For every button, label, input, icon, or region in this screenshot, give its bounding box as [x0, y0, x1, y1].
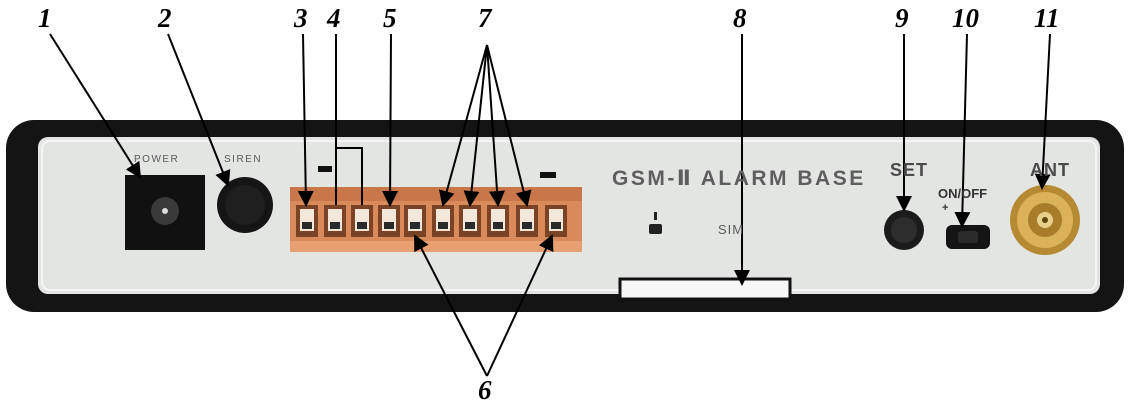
leader-line-6b	[486, 234, 554, 377]
terminal-marker	[540, 172, 556, 178]
terminal-6	[432, 205, 454, 237]
terminal-block-top	[290, 187, 582, 201]
terminal-9	[516, 205, 538, 237]
callout-6: 6	[478, 375, 492, 405]
siren-label: SIREN	[224, 154, 263, 165]
terminal-3	[351, 205, 373, 237]
sim-card-slot	[618, 277, 792, 301]
callout-8: 8	[733, 3, 747, 33]
callout-9: 9	[895, 3, 909, 33]
lock-icon	[649, 212, 662, 234]
callout-10: 10	[952, 3, 979, 33]
sim-label: SIM	[718, 222, 745, 237]
leader-line-2	[167, 33, 231, 187]
leader-bracket-4	[335, 147, 363, 205]
set-button	[884, 210, 924, 250]
callout-4: 4	[327, 3, 341, 33]
antenna-connector	[1010, 185, 1080, 255]
terminal-8	[487, 205, 509, 237]
on-off-plus-mark: +	[942, 202, 949, 214]
leader-line-6a	[414, 234, 488, 377]
leader-lines	[49, 33, 1051, 377]
terminal-5	[404, 205, 426, 237]
callout-5: 5	[383, 3, 397, 33]
panel-face-highlight	[41, 140, 1097, 291]
siren-jack	[217, 177, 273, 233]
on-off-label: ON/OFF	[938, 186, 988, 201]
callout-2: 2	[158, 3, 172, 33]
leader-line-3	[297, 33, 314, 207]
leader-line-7d	[486, 44, 532, 207]
terminal-block-lip	[290, 241, 582, 252]
terminal-7	[459, 205, 481, 237]
leader-line-10	[954, 33, 971, 228]
set-label: SET	[890, 160, 929, 180]
leader-line-7a	[438, 44, 488, 207]
terminal-1	[296, 205, 318, 237]
leader-line-7b	[463, 44, 488, 207]
ant-label: ANT	[1030, 160, 1070, 180]
leader-line-7c	[486, 44, 506, 207]
callout-11: 11	[1034, 3, 1060, 33]
terminal-10	[545, 205, 567, 237]
power-jack	[125, 175, 205, 250]
callout-1: 1	[38, 3, 52, 33]
leader-line-11	[1034, 33, 1051, 190]
power-label: POWER	[134, 154, 180, 165]
leader-line-1	[49, 33, 142, 179]
callout-3: 3	[294, 3, 308, 33]
model-name: GSM-Ⅱ ALARM BASE	[612, 167, 866, 190]
terminal-marker	[318, 166, 332, 172]
callout-7: 7	[478, 3, 492, 33]
leader-line-5	[382, 33, 399, 207]
terminal-2	[324, 205, 346, 237]
on-off-switch	[946, 225, 990, 249]
terminal-4	[378, 205, 400, 237]
